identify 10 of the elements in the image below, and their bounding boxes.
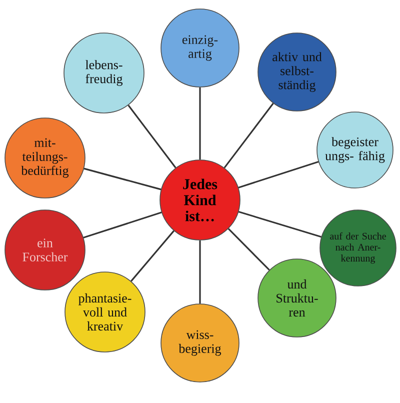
connector-line	[83, 212, 162, 238]
connector-line	[128, 104, 176, 168]
connector-line	[199, 87, 201, 160]
connector-line	[228, 228, 270, 271]
connector-line	[224, 102, 274, 168]
connector-line	[199, 240, 201, 304]
connector-line	[84, 168, 162, 190]
connector-line	[238, 210, 322, 238]
connector-line	[130, 230, 174, 282]
connector-line	[238, 161, 319, 188]
